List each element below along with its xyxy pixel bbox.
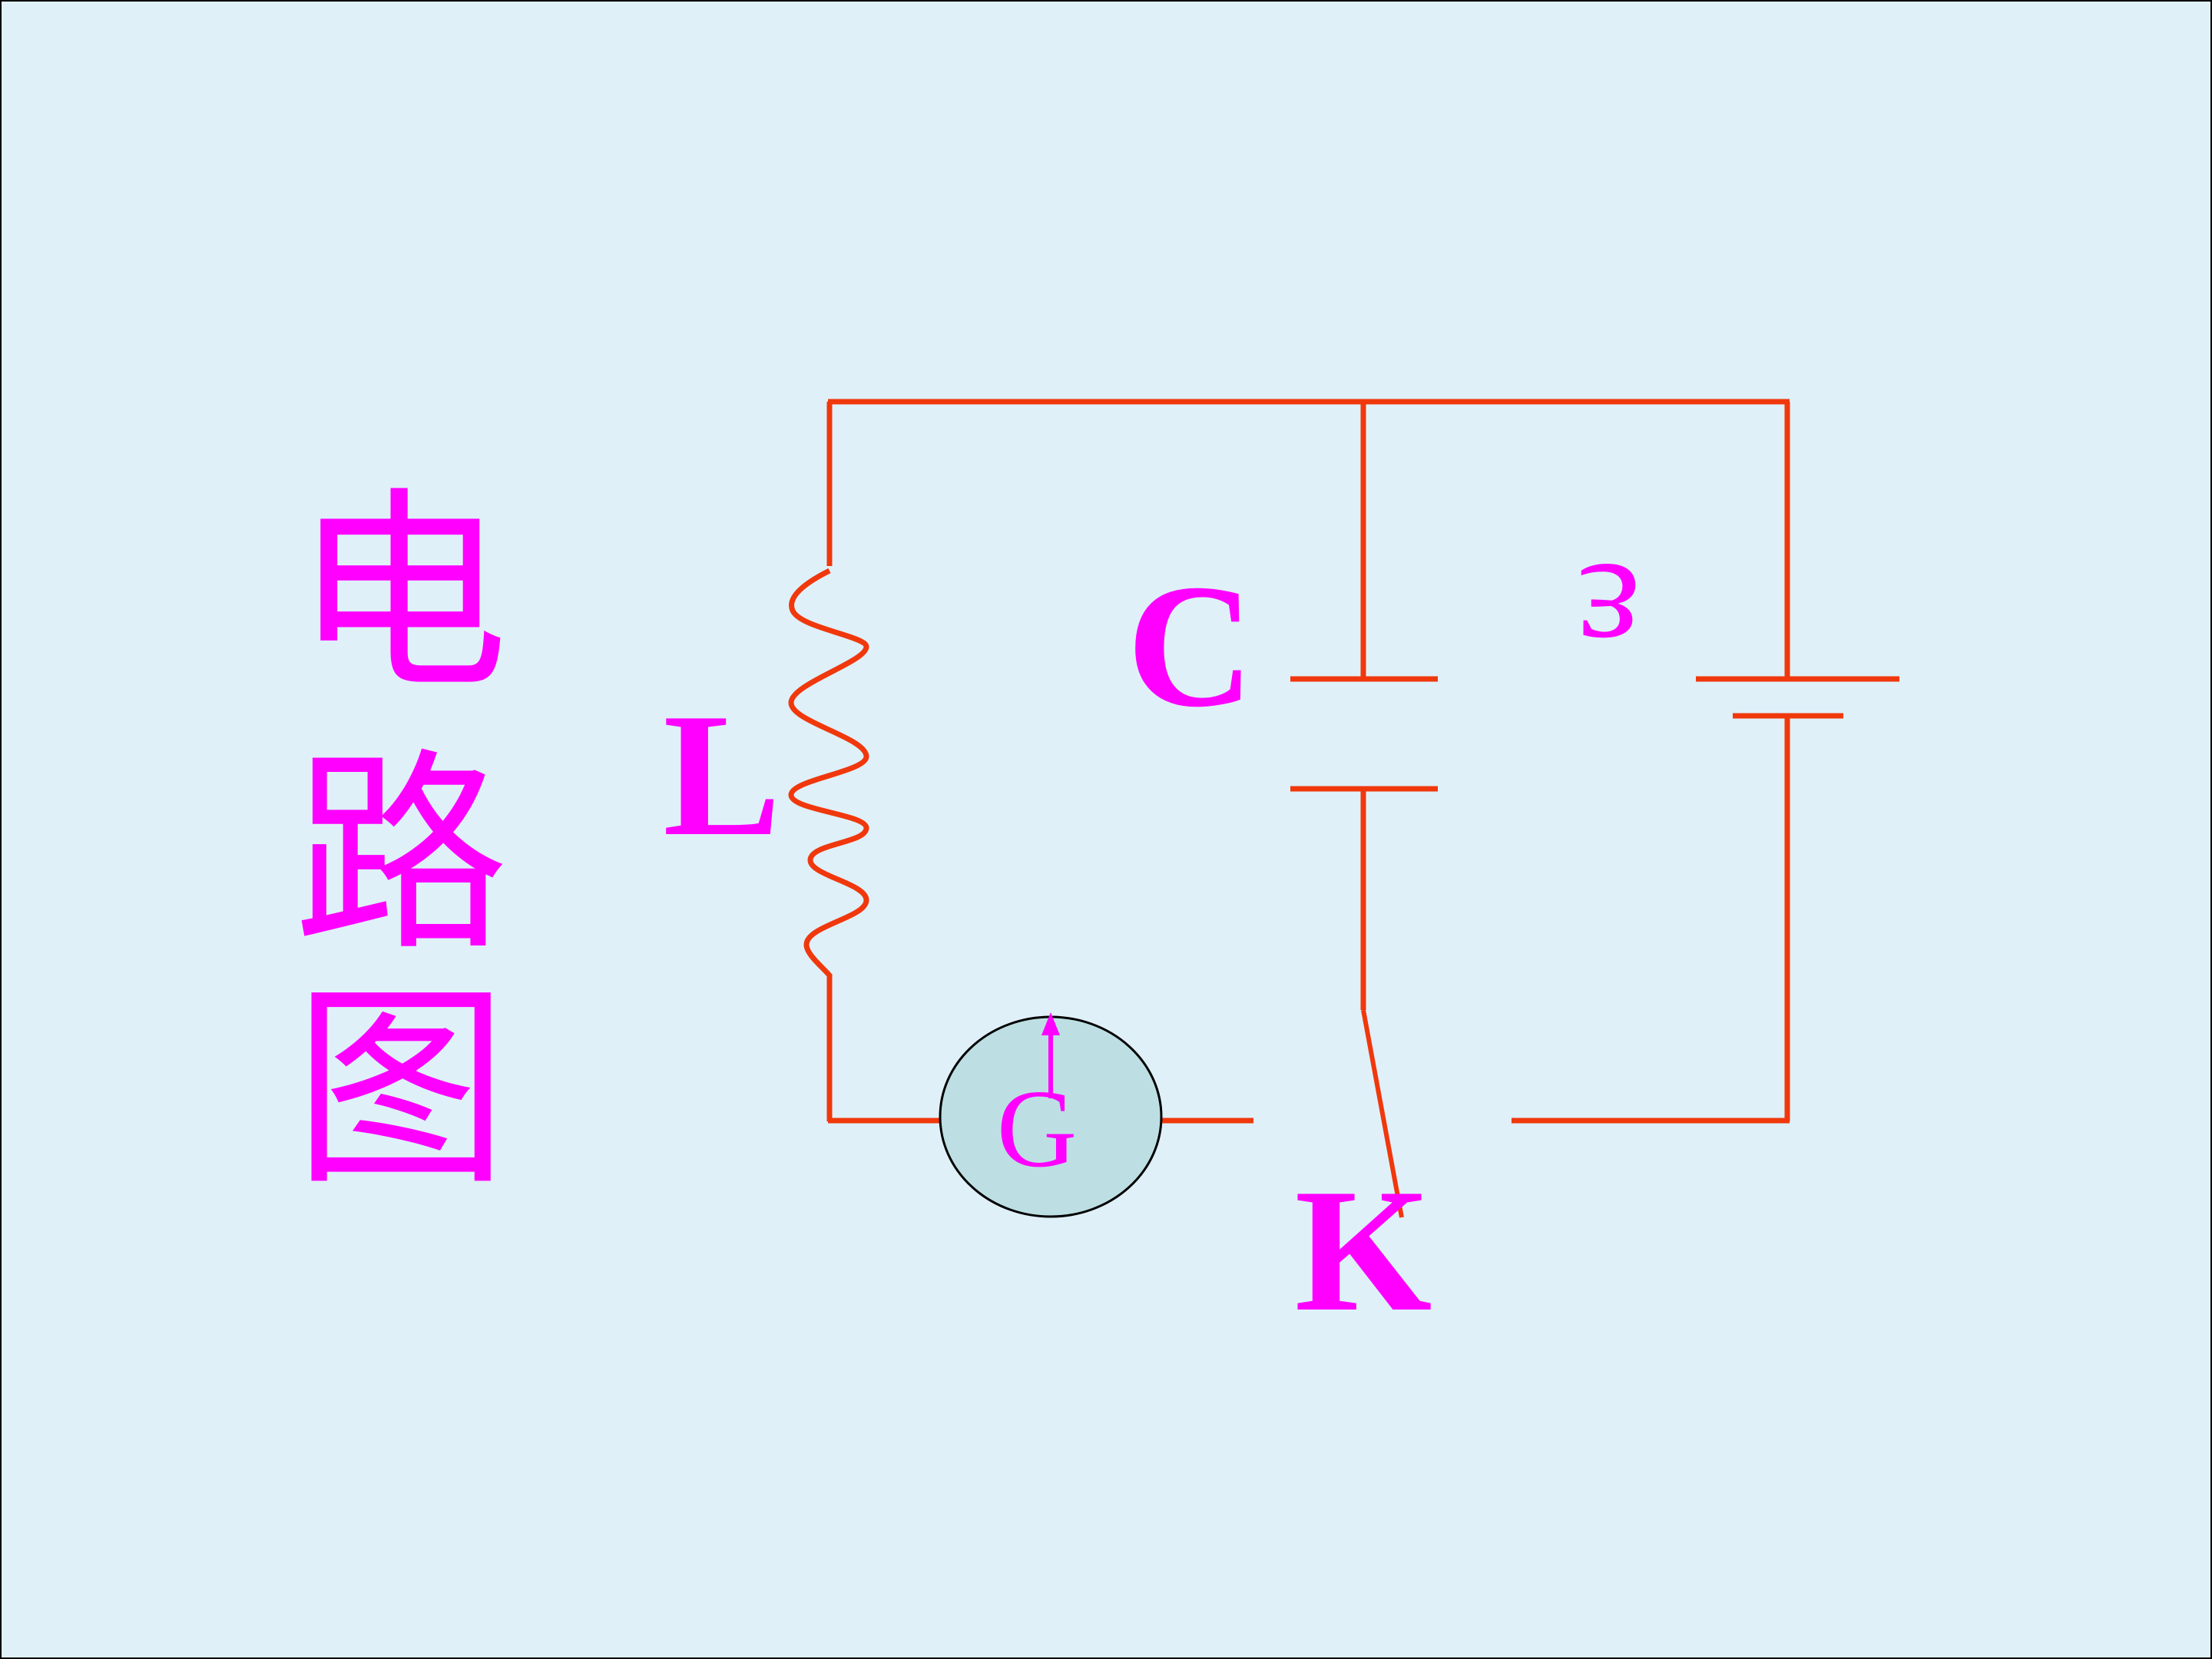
- switch-lever: [1361, 1009, 1404, 1218]
- inductor-label: L: [663, 677, 780, 873]
- switch-label: K: [1295, 1152, 1432, 1348]
- galvanometer: G: [939, 1012, 1163, 1218]
- capacitor-label: C: [1127, 548, 1254, 743]
- circuit-wires: [826, 399, 1790, 1124]
- galvanometer-needle-arrow: [1041, 1012, 1060, 1035]
- title-char-1: 电: [293, 469, 508, 720]
- title-char-3: 图: [293, 965, 508, 1215]
- title-char-2: 路: [293, 730, 508, 981]
- inductor-coil: [788, 568, 869, 978]
- galvanometer-label: G: [997, 1068, 1078, 1190]
- capacitor-symbol: [1290, 676, 1438, 792]
- diagram-title: 电 路 图: [293, 469, 508, 1215]
- battery-symbol: [1696, 676, 1899, 719]
- emf-label: ε: [1577, 531, 1641, 701]
